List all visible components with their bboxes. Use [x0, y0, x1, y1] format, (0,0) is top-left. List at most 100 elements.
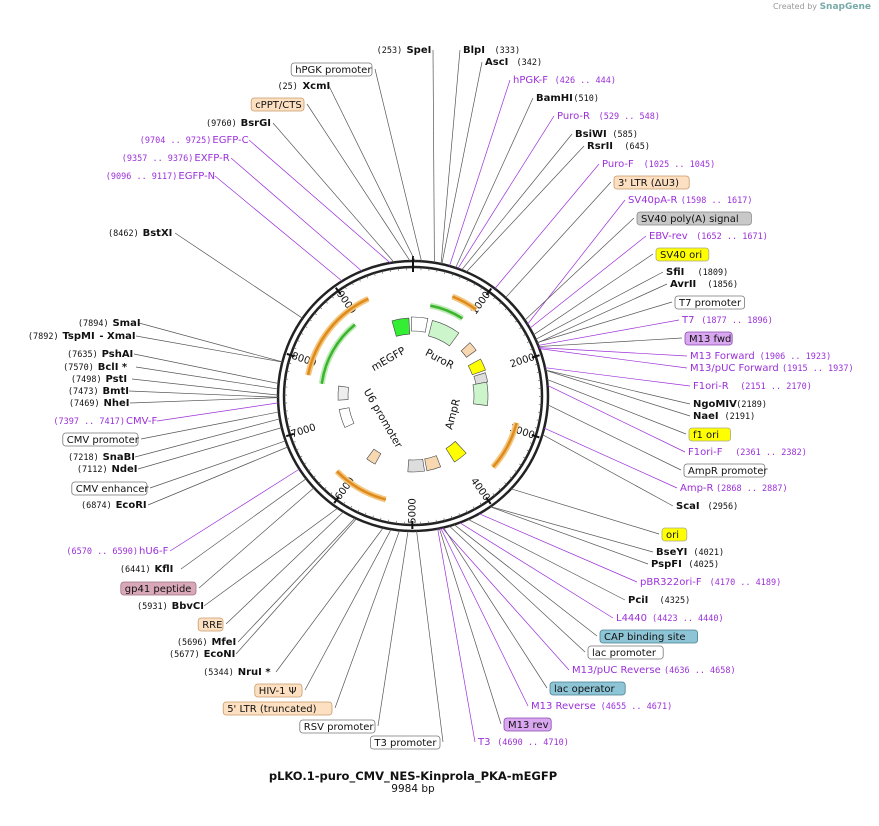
feature-AmpR-block [472, 381, 489, 406]
label-connector [455, 97, 534, 269]
primer-name: M13 Forward [690, 351, 755, 362]
inner-feature-label: AmpR [443, 398, 463, 431]
label-connector [533, 253, 654, 336]
map-label-enzyme: (5344)NruI * [203, 527, 384, 678]
enzyme-position: (2191) [725, 412, 756, 422]
orf-arc [306, 297, 369, 376]
map-label-enzyme: (9760)BsrGI [206, 118, 395, 263]
enzyme-name: NgoMIV [693, 399, 737, 410]
map-label-feature: f1 ori [546, 379, 731, 442]
map-label-feature: cPPT/CTS [250, 97, 411, 262]
enzyme-position: (1809) [698, 268, 729, 278]
tick-label: 2000 [509, 352, 537, 370]
label-connector [203, 507, 338, 607]
enzyme-position: (7894) [78, 319, 109, 329]
enzyme-name: TspMI [62, 331, 94, 342]
map-label-primer: pBR322ori-F(4170 .. 4189) [478, 513, 781, 588]
feature-label-text: AmpR promoter [688, 466, 768, 477]
primer-position: (1652 .. 1671) [696, 232, 768, 242]
primer-name: Puro-R [557, 111, 590, 122]
enzyme-name: PciI [628, 595, 648, 606]
minor-tick [536, 371, 540, 373]
minor-tick [504, 482, 507, 485]
label-connector [275, 527, 384, 673]
map-label-enzyme: PspFI(4025) [490, 506, 719, 570]
feature-label-box [62, 432, 139, 447]
enzyme-position: (1856) [707, 280, 738, 290]
enzyme-position: (7635) [67, 350, 98, 360]
label-connector [537, 283, 668, 344]
enzyme-name: BstXI [143, 228, 173, 239]
primer-position: (426 .. 444) [555, 76, 616, 86]
primer-position: (1025 .. 1045) [644, 160, 716, 170]
primer-position: (2361 .. 2382) [735, 448, 807, 458]
map-label-enzyme: (253)SpeI [377, 45, 435, 263]
map-label-enzyme: NaeI(2191) [545, 369, 756, 422]
feature-label-text: CMV promoter [67, 435, 140, 446]
feature-label-box [674, 295, 745, 310]
label-connector [306, 103, 411, 262]
primer-position: (529 .. 548) [599, 112, 660, 122]
enzyme-name: BmtI [102, 386, 129, 397]
label-connector [135, 335, 283, 363]
map-label-enzyme: (7894)SmaI [78, 318, 283, 363]
map-label-feature: T3 promoter [369, 530, 444, 750]
enzyme-name: XcmI [302, 81, 330, 92]
label-connector [230, 157, 363, 272]
label-connector [544, 367, 691, 387]
feature-label-text: CAP binding site [604, 632, 686, 643]
minor-tick [519, 326, 523, 329]
backbone-outer [276, 259, 550, 533]
enzyme-position: (9760) [206, 119, 237, 129]
map-label-enzyme: ScaI(2956) [542, 434, 738, 512]
minor-tick [473, 282, 476, 286]
scale-tick [333, 496, 340, 504]
map-label-primer: M13/pUC Reverse(4636 .. 4658) [441, 527, 736, 676]
credit-prefix: Created by [773, 2, 818, 11]
primer-position: (2151 .. 2170) [740, 382, 812, 392]
primer-name: T3 [477, 737, 490, 748]
minor-tick [459, 275, 461, 279]
map-label-primer: (9357 .. 9376)EXFP-R [122, 153, 363, 272]
label-connector [546, 379, 687, 435]
label-connector [441, 61, 483, 265]
primer-position: (1877 .. 1896) [701, 316, 773, 326]
minor-tick [534, 427, 538, 429]
minor-tick [498, 487, 502, 491]
map-label-feature: HIV-1 Ψ [254, 529, 392, 698]
minor-tick [492, 493, 496, 496]
minor-tick [526, 341, 530, 343]
label-connector [174, 232, 303, 319]
minor-tick [435, 519, 437, 523]
primer-name: EGFP-N [178, 171, 215, 182]
feature-label-box [369, 735, 441, 750]
label-connector [131, 378, 279, 396]
orf-arc [430, 304, 464, 320]
feature-label-text: RSV promoter [304, 722, 375, 733]
map-label-feature: SV40 poly(A) signal [524, 211, 752, 321]
map-label-feature: SV40 ori [533, 247, 710, 336]
minor-tick [325, 300, 328, 304]
map-label-enzyme: RsrII(645) [466, 141, 650, 273]
primer-position: (1915 .. 1937) [782, 364, 854, 374]
map-label-enzyme: (7498)PstI [71, 374, 279, 396]
label-connector [304, 529, 392, 691]
enzyme-name: NheI [103, 398, 129, 409]
feature-label-text: CMV enhancer [76, 484, 150, 495]
label-connector [490, 506, 649, 565]
map-label-enzyme: (6441)KflI [120, 478, 307, 575]
tick-label: 5000 [407, 498, 418, 524]
label-connector [334, 530, 400, 709]
map-label-feature: hPGK promoter [290, 62, 422, 262]
map-label-primer: Puro-F(1025 .. 1045) [494, 159, 716, 289]
map-label-feature: CAP binding site [453, 524, 698, 644]
enzyme-position: (7892) [28, 332, 59, 342]
minor-tick [351, 282, 354, 286]
map-label-enzyme: (7570)BclI * [63, 362, 279, 390]
primer-name: hPGK-F [513, 75, 548, 86]
feature-block [337, 385, 349, 401]
minor-tick [372, 515, 374, 519]
label-connector [449, 79, 511, 267]
label-connector [461, 133, 573, 271]
feature-label-text: HIV-1 Ψ [259, 686, 297, 697]
